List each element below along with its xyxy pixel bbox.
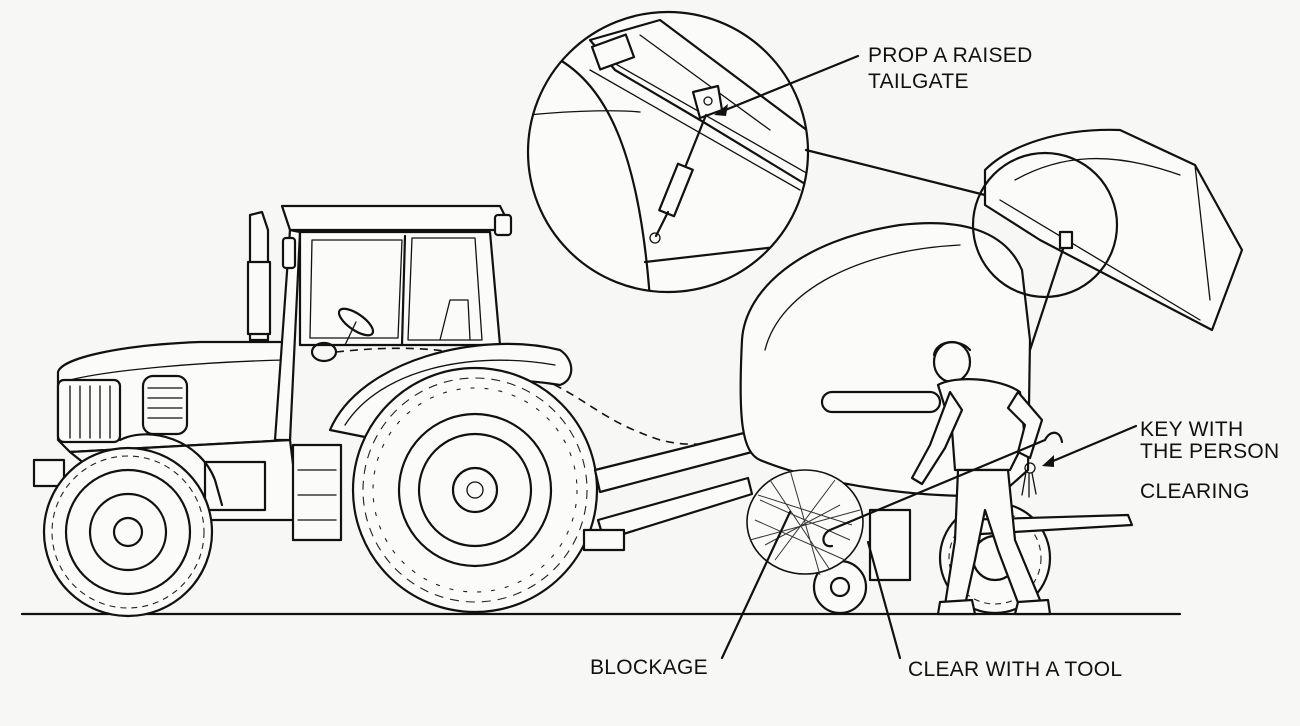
label-key-person-line2: THE PERSON [1140,440,1280,463]
round-baler [739,128,1244,615]
leader-clear-tool [866,540,902,660]
leader-key-person [1044,424,1138,466]
raised-tailgate [983,128,1244,332]
detail-source-circle [971,151,1119,299]
pickup-wheel [812,559,868,615]
detail-connector-line [804,148,987,197]
label-prop-tailgate-line2: TAILGATE [868,70,969,93]
leader-prop-tailgate [716,54,860,115]
label-prop-tailgate-line1: PROP A RAISED [868,44,1033,67]
hay-blockage [746,469,864,576]
front-bumper [32,458,66,488]
drawbar [582,430,754,552]
front-wheel [42,446,214,618]
label-clear-with-tool: CLEAR WITH A TOOL [908,658,1123,681]
cab [273,204,513,442]
side-vent [141,374,189,436]
tailgate-detail-magnifier [526,10,810,294]
operator-person [822,340,1064,616]
label-key-person-line3: CLEARING [1140,480,1250,503]
cab-steps [291,443,343,542]
keys-icon [1021,462,1037,498]
leader-lines [714,54,1138,660]
tailgate-prop-strut [1028,230,1074,352]
label-blockage: BLOCKAGE [590,656,708,679]
grille [56,378,122,444]
label-key-person-line1: KEY WITH [1140,418,1244,441]
tractor [32,204,754,618]
exhaust-stack [246,210,272,342]
rear-wheel [351,366,599,614]
leader-blockage [720,510,792,660]
front-fender [118,433,224,507]
clearing-tool [822,431,1064,548]
